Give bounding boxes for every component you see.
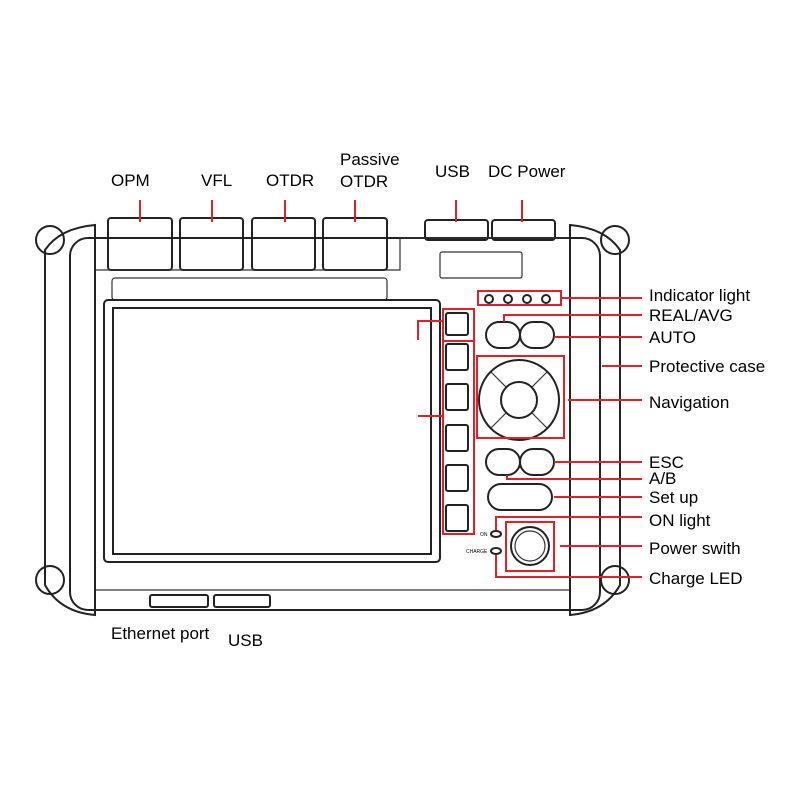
- right-bumper: [569, 223, 621, 617]
- soft-keys: [445, 312, 469, 532]
- navigation-pad: [478, 359, 560, 441]
- label-ab: A/B: [649, 469, 676, 488]
- setup-button: [487, 483, 553, 511]
- vfl-port: [179, 217, 244, 271]
- label-otdr: OTDR: [266, 171, 314, 190]
- label-usb-top: USB: [435, 162, 470, 181]
- left-bumper: [44, 223, 96, 617]
- label-indicator-light: Indicator light: [649, 286, 750, 305]
- top-slot: [111, 277, 388, 301]
- charge-mark: CHARGE: [466, 549, 488, 555]
- label-usb-bottom: USB: [228, 631, 263, 650]
- charge-led: [490, 547, 502, 555]
- callout-lines: [139, 200, 642, 578]
- ethernet-port: [149, 594, 209, 608]
- label-opm: OPM: [111, 171, 150, 190]
- device-body: [35, 223, 630, 617]
- label-passive: Passive: [340, 150, 400, 169]
- label-window: [439, 251, 523, 279]
- usb-bottom-port: [213, 594, 271, 608]
- dc-power-port: [491, 219, 556, 241]
- passive-otdr-port: [322, 217, 388, 271]
- ab-button: [485, 448, 521, 476]
- display-screen: [112, 307, 432, 555]
- label-power-switch: Power swith: [649, 539, 741, 558]
- real-avg-button: [485, 321, 521, 349]
- control-panel: ON CHARGE: [466, 294, 560, 566]
- labels: OPM VFL OTDR Passive OTDR USB DC Power I…: [111, 150, 765, 650]
- label-real-avg: REAL/AVG: [649, 306, 733, 325]
- label-navigation: Navigation: [649, 393, 729, 412]
- label-on-light: ON light: [649, 511, 711, 530]
- top-connectors: [107, 217, 556, 271]
- on-led: [490, 530, 502, 538]
- label-esc: ESC: [649, 453, 684, 472]
- label-vfl: VFL: [201, 171, 232, 190]
- label-set-up: Set up: [649, 488, 698, 507]
- label-charge-led: Charge LED: [649, 569, 743, 588]
- label-protective-case: Protective case: [649, 357, 765, 376]
- on-mark: ON: [480, 532, 488, 538]
- opm-port: [107, 217, 173, 271]
- otdr-port: [251, 217, 316, 271]
- label-ethernet-port: Ethernet port: [111, 624, 210, 643]
- label-dc-power: DC Power: [488, 162, 566, 181]
- power-button: [510, 526, 550, 566]
- label-passive-otdr: OTDR: [340, 172, 388, 191]
- label-auto: AUTO: [649, 328, 696, 347]
- esc-button: [519, 448, 555, 476]
- auto-button: [519, 321, 555, 349]
